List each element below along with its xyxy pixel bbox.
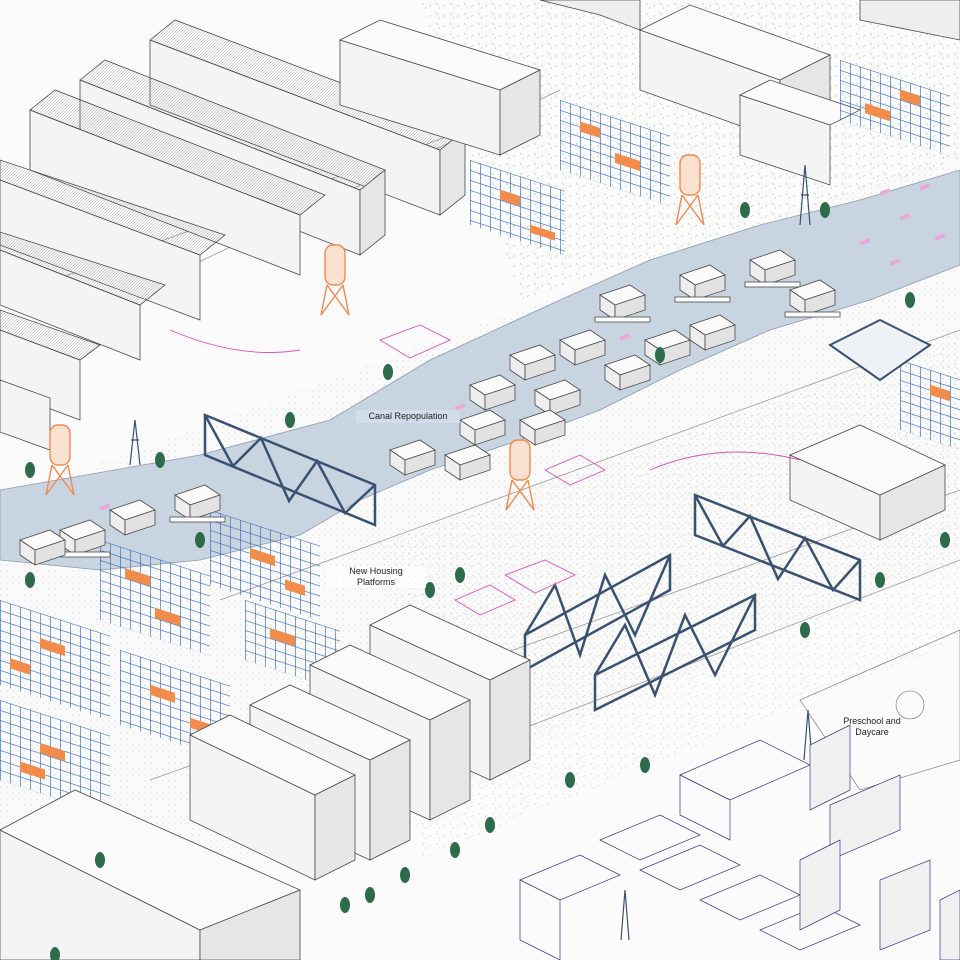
trees	[25, 202, 950, 960]
canal-label-text: Canal Repopulation	[368, 411, 448, 421]
new-housing-platforms-label: New Housing Platforms	[326, 566, 426, 588]
floating-houses	[19, 249, 841, 566]
preschool-label-line2: Daycare	[855, 727, 889, 737]
dense-city-blocks	[519, 724, 960, 960]
slab-buildings	[0, 424, 946, 960]
canal-boats	[99, 183, 946, 511]
preschool-label-line1: Preschool and	[843, 716, 901, 726]
housing-label-line2: Platforms	[356, 577, 395, 587]
water-towers	[45, 154, 705, 511]
scaffold-platforms	[0, 59, 960, 816]
truss-structures	[203, 413, 862, 713]
canal-repopulation-label: Canal Repopulation	[356, 410, 460, 423]
block-buildings-north	[338, 0, 960, 186]
preschool-daycare-label: Preschool and Daycare	[824, 716, 920, 738]
housing-label-line1: New Housing	[349, 566, 403, 576]
program-annotations	[169, 324, 801, 616]
row-houses	[0, 19, 466, 451]
pool-frame	[828, 318, 932, 382]
pylons	[129, 164, 813, 941]
